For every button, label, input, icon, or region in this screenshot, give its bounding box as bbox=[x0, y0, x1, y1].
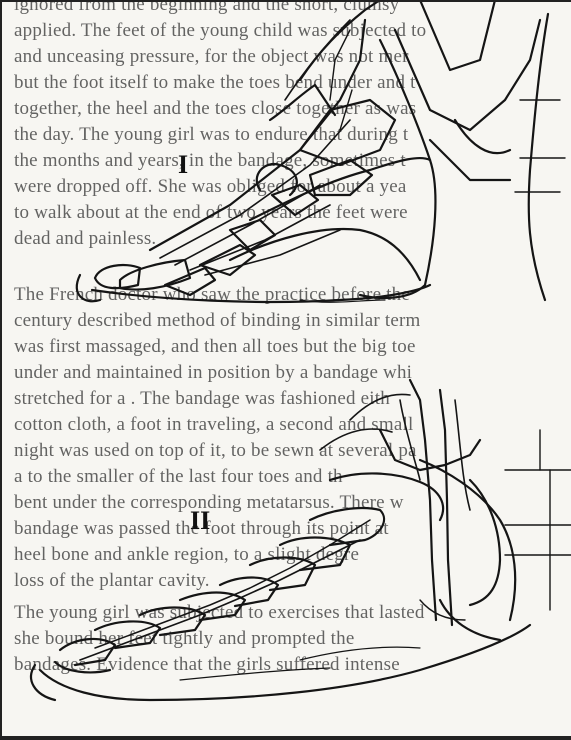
page-border-left bbox=[0, 0, 2, 740]
figure-label-upper: I bbox=[178, 150, 188, 180]
page-border-top bbox=[0, 0, 571, 2]
figure-lower bbox=[31, 380, 571, 700]
page-border-bottom bbox=[0, 736, 571, 740]
figure-upper bbox=[77, 0, 565, 302]
figure-label-lower: II bbox=[190, 506, 210, 536]
